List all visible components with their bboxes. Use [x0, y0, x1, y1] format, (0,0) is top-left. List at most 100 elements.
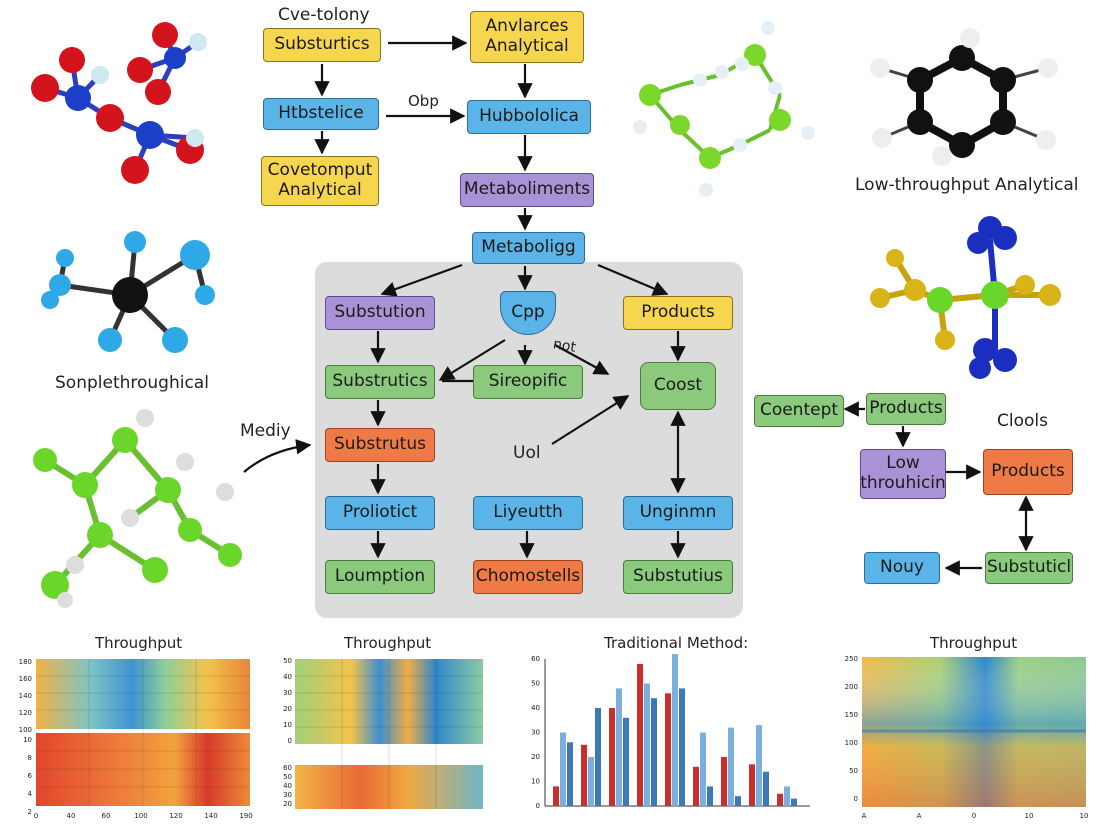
bar-s0-8	[777, 793, 783, 806]
chart4-xtick-3: 10	[1025, 812, 1034, 820]
label-uol: Uol	[513, 443, 541, 463]
chart4-xtick-4: 10	[1080, 812, 1089, 820]
arrow-uol-coost	[551, 395, 630, 445]
chart2-ytick-top-5: 0	[288, 737, 292, 745]
chart3-ytick-5: 50	[531, 680, 540, 688]
box-cpp: Cpp	[500, 291, 556, 335]
box-substurtics: Substurtics	[263, 28, 381, 62]
chart2-ytick-bot-3: 30	[283, 791, 292, 799]
box-low-throuhicin: Low throuhicin	[860, 449, 946, 499]
chart1-ytick-bot-1: 8	[28, 754, 32, 762]
label-clools: Clools	[997, 411, 1048, 431]
box-products-top: Products	[623, 296, 733, 330]
bar-s1-6	[728, 727, 734, 806]
chart1-xtick-0: 0	[34, 812, 38, 820]
bar-s0-3	[637, 663, 643, 806]
box-substutius: Substutius	[623, 560, 733, 594]
bar-s1-5	[700, 732, 706, 806]
chart1-ytick-top-3: 120	[19, 709, 32, 717]
chart1-ytick-bot-4: 2	[28, 808, 32, 816]
box-coentept: Coentept	[754, 395, 844, 427]
bar-s0-5	[693, 766, 699, 806]
bar-s1-2	[616, 688, 622, 806]
label-sonplethroughical: Sonplethroughical	[55, 373, 209, 393]
bar-s1-3	[644, 683, 650, 806]
chart1-xtick-6: 190	[239, 812, 252, 820]
box-coost: Coost	[640, 362, 716, 410]
bar-s0-6	[721, 757, 727, 806]
chart3-ytick-4: 40	[531, 704, 540, 712]
bar-s1-1	[588, 757, 594, 806]
chart3-title: Traditional Method:	[604, 634, 749, 652]
chart1-title: Throughput	[95, 634, 183, 652]
bar-s0-0	[553, 786, 559, 806]
label-mediy: Mediy	[240, 421, 291, 441]
box-sireopific: Sireopific	[473, 365, 583, 399]
bar-s2-1	[595, 708, 601, 806]
chart1-ytick-top-0: 180	[19, 658, 32, 666]
chart3-ytick-0: 0	[536, 802, 540, 810]
chart1-heatmap	[36, 659, 250, 806]
chart1-ytick-bot-2: 6	[28, 772, 33, 780]
chart2-ytick-bot-0: 60	[283, 764, 292, 772]
label-obp: Obp	[408, 92, 439, 110]
chart4-heatmap	[862, 657, 1086, 807]
label-cve-tolony: Cve-tolony	[278, 5, 370, 25]
molecule-green-white-left	[33, 409, 242, 608]
molecule-black-blue	[41, 231, 215, 353]
molecule-green-white-top	[633, 21, 815, 197]
chart2-ytick-top-1: 40	[283, 673, 292, 681]
arrow-mediy-substrutus	[243, 439, 312, 473]
bar-s0-2	[609, 708, 615, 806]
chart2-ytick-top-0: 50	[283, 657, 292, 665]
arrow-cpp-coost	[554, 344, 610, 375]
bar-s2-8	[791, 798, 797, 806]
chart2-ytick-top-4: 10	[283, 721, 292, 729]
bar-s2-2	[623, 717, 629, 806]
chart2-ytick-top-2: 30	[283, 689, 292, 697]
chart1-ytick-top-4: 100	[19, 726, 32, 734]
bar-s1-4	[672, 654, 678, 806]
box-htbstelice: Htbstelice	[263, 98, 379, 130]
chart1-ytick-top-1: 160	[19, 675, 32, 683]
bar-s0-1	[581, 744, 587, 806]
chart2-ytick-bot-1: 50	[283, 773, 292, 781]
chart1-ytick-bot-0: 10	[23, 736, 32, 744]
molecule-black-ring	[870, 28, 1058, 166]
chart4-title: Throughput	[930, 634, 1018, 652]
arrow-metaboligg-substution	[380, 263, 463, 297]
chart4-ytick-1: 200	[845, 683, 858, 691]
chart4-xtick-0: A	[862, 812, 867, 820]
chart1-xtick-2: 60	[102, 812, 111, 820]
bar-s2-0	[567, 742, 573, 806]
bar-s1-0	[560, 732, 566, 806]
chart1-ytick-top-2: 140	[19, 692, 32, 700]
chart4-xtick-2: 0	[972, 812, 976, 820]
box-loumption: Loumption	[325, 560, 435, 594]
chart4-ytick-0: 250	[845, 655, 858, 663]
chart4-ytick-2: 150	[845, 711, 858, 719]
bar-s0-4	[665, 693, 671, 806]
arrow-metaboligg-products	[597, 263, 669, 296]
chart4-ytick-5: 0	[854, 795, 858, 803]
box-metaboliments: Metaboliments	[460, 173, 594, 207]
chart2-heatmap	[295, 659, 483, 809]
bar-s2-7	[763, 771, 769, 806]
chart1-xtick-3: 100	[134, 812, 147, 820]
box-covetomput-analytical: Covetomput Analytical	[261, 156, 379, 206]
box-substution: Substution	[325, 296, 435, 330]
box-products-right: Products	[866, 393, 946, 425]
arrow-cpp-substrutics	[438, 339, 506, 381]
molecule-yellow-green-blue	[870, 216, 1061, 379]
chart3-bars	[553, 654, 797, 806]
chart2-ytick-top-3: 20	[283, 705, 292, 713]
chart4-xtick-1: A	[917, 812, 922, 820]
bar-s1-7	[756, 725, 762, 806]
chart4-ytick-4: 50	[849, 767, 858, 775]
box-hubbololica: Hubbololica	[467, 100, 591, 134]
bar-s2-6	[735, 796, 741, 806]
